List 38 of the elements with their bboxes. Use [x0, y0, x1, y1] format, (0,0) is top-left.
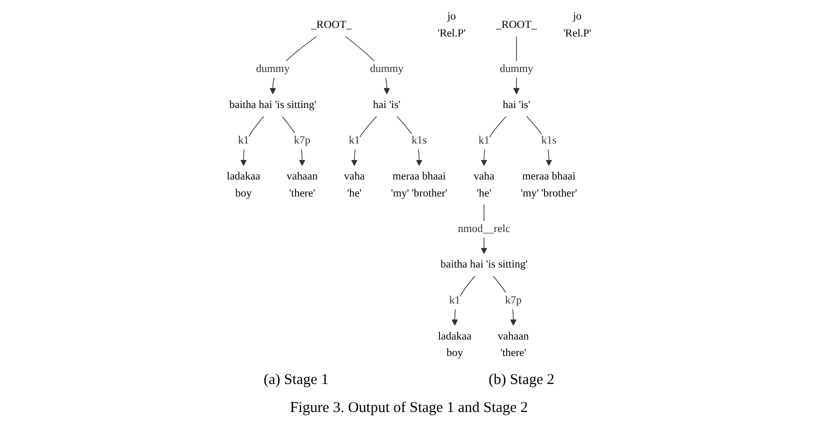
node-text: ladakaa boy — [226, 170, 260, 199]
figure-caption: Figure 3. Output of Stage 1 and Stage 2 — [290, 400, 528, 416]
node-text: hai 'is' — [373, 99, 400, 111]
arrow — [351, 116, 378, 166]
node-text: ladakaa boy — [438, 330, 472, 359]
node-text: vahaan 'there' — [286, 170, 318, 199]
node-text: meraa bhaai 'my' 'brother' — [520, 170, 578, 199]
edge-label: dummy — [256, 63, 290, 75]
arrow — [396, 116, 422, 166]
node-text: baitha hai 'is sitting' — [229, 99, 316, 111]
panel-label: (b) Stage 2 — [488, 372, 554, 389]
node-text: meraa bhaai 'my' 'brother' — [391, 170, 448, 199]
arrow — [282, 116, 306, 166]
node-text: jo 'Rel.P' — [563, 10, 592, 40]
edge-label: k1s — [541, 134, 557, 147]
edge-label: k1s — [412, 134, 427, 147]
edge-label: k1 — [478, 134, 490, 147]
edge-label: k7p — [505, 294, 522, 306]
edge-label: dummy — [500, 63, 534, 75]
edge-label: k7p — [294, 134, 310, 147]
edge-label: k1 — [348, 134, 360, 147]
node-text: vaha 'he' — [344, 170, 365, 199]
node-text: hai 'is' — [502, 99, 530, 111]
arrow — [480, 116, 507, 166]
arrow — [492, 276, 517, 326]
node-text: vaha 'he' — [474, 170, 494, 199]
edge-label: k1 — [449, 294, 460, 306]
node-text: jo 'Rel.P' — [438, 10, 466, 40]
node-text: _ROOT_ — [496, 19, 537, 31]
node-text: vahaan 'there' — [498, 330, 529, 359]
node-text: baitha hai 'is sitting' — [440, 258, 528, 271]
edge-label: nmod__relc — [458, 223, 510, 235]
edge-label: dummy — [370, 63, 404, 75]
arrow — [452, 276, 476, 326]
panel-label: (a) Stage 1 — [264, 372, 329, 389]
edge-label: k1 — [238, 134, 249, 147]
node-text: _ROOT_ — [310, 19, 352, 31]
arrow — [240, 116, 264, 166]
